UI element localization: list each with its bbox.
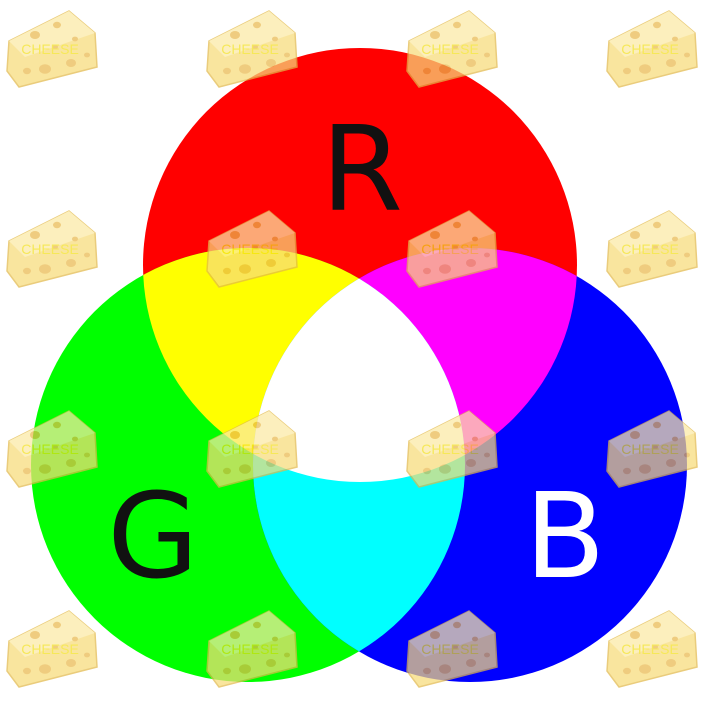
cheese-watermark-tile: CHEESE <box>206 410 298 488</box>
cheese-wedge-icon <box>406 610 498 688</box>
cheese-wedge-icon <box>406 210 498 288</box>
cheese-watermark-tile: CHEESE <box>406 210 498 288</box>
cheese-watermark-tile: CHEESE <box>406 610 498 688</box>
cheese-watermark-text: CHEESE <box>421 41 479 57</box>
cheese-watermark-tile: CHEESE <box>406 10 498 88</box>
cheese-watermark-tile: CHEESE <box>6 410 98 488</box>
cheese-watermark-text: CHEESE <box>221 241 279 257</box>
cheese-watermark-tile: CHEESE <box>6 10 98 88</box>
cheese-watermark-pattern: CHEESE CHEESE CHEESE CHEESE CHEESE CHEESE CHEE… <box>6 10 698 688</box>
cheese-watermark-tile: CHEESE <box>206 610 298 688</box>
cheese-wedge-icon <box>206 210 298 288</box>
label-g: G <box>107 467 198 605</box>
cheese-wedge-icon <box>206 610 298 688</box>
cheese-watermark-text: CHEESE <box>21 41 79 57</box>
cheese-watermark-text: CHEESE <box>621 441 679 457</box>
cheese-watermark-tile: CHEESE <box>206 210 298 288</box>
cheese-watermark-text: CHEESE <box>21 641 79 657</box>
cheese-watermark-tile: CHEESE <box>606 210 698 288</box>
cheese-watermark-text: CHEESE <box>421 441 479 457</box>
cheese-wedge-icon <box>406 10 498 88</box>
cheese-wedge-icon <box>606 610 698 688</box>
cheese-wedge-icon <box>406 410 498 488</box>
cheese-wedge-icon <box>606 410 698 488</box>
cheese-wedge-icon <box>206 410 298 488</box>
cheese-watermark-tile: CHEESE <box>206 10 298 88</box>
cheese-watermark-text: CHEESE <box>221 41 279 57</box>
cheese-wedge-icon <box>6 610 98 688</box>
cheese-watermark-text: CHEESE <box>21 441 79 457</box>
cheese-watermark-text: CHEESE <box>421 241 479 257</box>
cheese-watermark-tile: CHEESE <box>606 10 698 88</box>
cheese-watermark-text: CHEESE <box>421 641 479 657</box>
cheese-wedge-icon <box>6 10 98 88</box>
cheese-watermark-tile: CHEESE <box>406 410 498 488</box>
cheese-wedge-icon <box>6 210 98 288</box>
cheese-watermark-tile: CHEESE <box>6 610 98 688</box>
cheese-watermark-tile: CHEESE <box>606 410 698 488</box>
label-b: B <box>525 467 606 605</box>
cheese-watermark-text: CHEESE <box>621 41 679 57</box>
cheese-wedge-icon <box>6 410 98 488</box>
cheese-wedge-icon <box>206 10 298 88</box>
cheese-watermark-text: CHEESE <box>21 241 79 257</box>
cheese-wedge-icon <box>606 10 698 88</box>
cheese-watermark-text: CHEESE <box>221 441 279 457</box>
label-r: R <box>321 100 403 238</box>
cheese-watermark-text: CHEESE <box>221 641 279 657</box>
cheese-wedge-icon <box>606 210 698 288</box>
white-center-overlap <box>253 248 465 482</box>
cheese-watermark-text: CHEESE <box>621 641 679 657</box>
cheese-watermark-tile: CHEESE <box>606 610 698 688</box>
cheese-watermark-tile: CHEESE <box>6 210 98 288</box>
cheese-watermark-text: CHEESE <box>621 241 679 257</box>
